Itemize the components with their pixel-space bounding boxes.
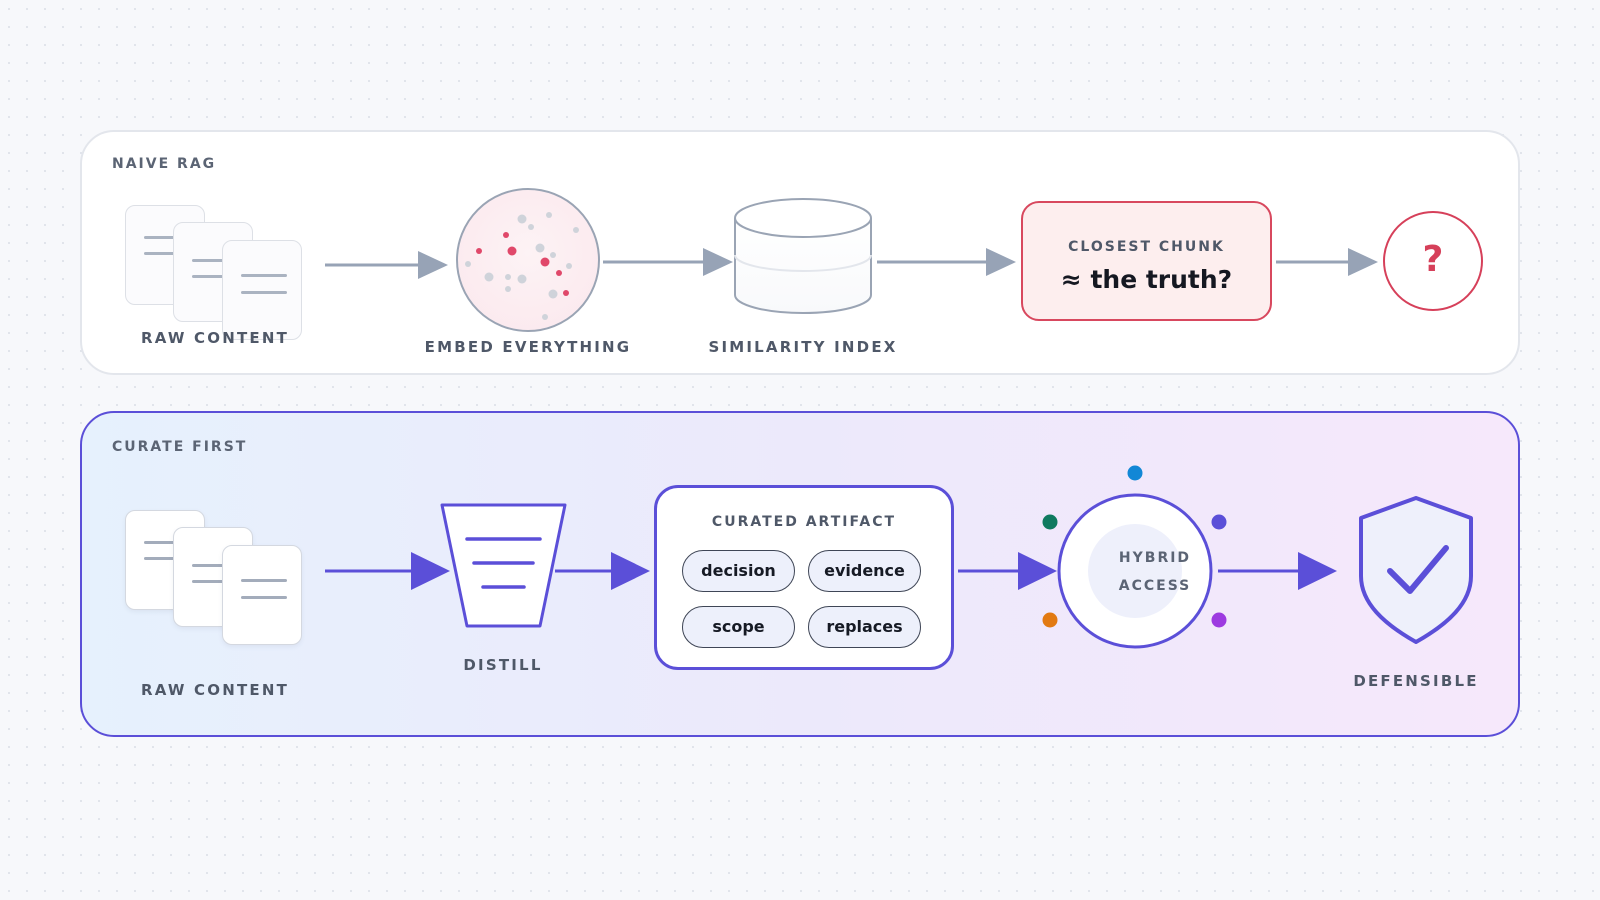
defensible-label: DEFENSIBLE (1353, 672, 1479, 690)
similarity-index-label: SIMILARITY INDEX (708, 338, 898, 356)
curated-artifact-title: CURATED ARTIFACT (711, 514, 897, 530)
arrow-icon (958, 552, 1057, 590)
tag-decision: decision (682, 550, 795, 592)
database-icon (734, 198, 872, 314)
embedding-sphere-icon (456, 188, 600, 332)
distill-label: DISTILL (463, 656, 543, 674)
hybrid-label-line1: HYBRID (1118, 550, 1192, 566)
document-icon (222, 240, 302, 340)
arrow-icon (877, 248, 1016, 276)
tag-evidence: evidence (808, 550, 921, 592)
hybrid-access-label: HYBRID ACCESS (1095, 544, 1215, 600)
hybrid-dot (1127, 465, 1143, 481)
shield-check-icon (1359, 496, 1473, 644)
question-mark: ? (1422, 239, 1444, 280)
hybrid-dot (1211, 612, 1227, 628)
tag-scope: scope (682, 606, 795, 648)
naive-rag-title: NAIVE RAG (112, 156, 217, 172)
naive-raw-content-label: RAW CONTENT (140, 329, 290, 347)
tag-replaces: replaces (808, 606, 921, 648)
question-icon: ? (1383, 211, 1483, 311)
naive-arrows (325, 248, 1378, 279)
arrow-icon (325, 552, 450, 590)
hybrid-dot (1211, 514, 1227, 530)
arrow-icon (1218, 552, 1337, 590)
document-icon (222, 545, 302, 645)
arrow-icon (325, 251, 448, 279)
closest-chunk-text: ≈ the truth? (1060, 265, 1233, 294)
embed-everything-label: EMBED EVERYTHING (424, 338, 632, 356)
curate-first-panel: CURATE FIRST (80, 411, 1520, 737)
closest-chunk-box: CLOSEST CHUNK ≈ the truth? (1021, 201, 1272, 321)
arrow-icon (1276, 248, 1378, 276)
arrow-icon (603, 248, 733, 276)
arrow-icon (555, 552, 650, 590)
hybrid-label-line2: ACCESS (1118, 578, 1192, 594)
hybrid-dot (1042, 612, 1058, 628)
curate-raw-content-label: RAW CONTENT (140, 681, 290, 699)
funnel-icon (440, 503, 567, 628)
closest-chunk-title: CLOSEST CHUNK (1068, 239, 1225, 255)
curated-artifact-box: CURATED ARTIFACT decision evidence scope… (654, 485, 954, 670)
hybrid-access-icon (1042, 465, 1227, 649)
curate-first-title: CURATE FIRST (112, 439, 248, 455)
hybrid-dot (1042, 514, 1058, 530)
curate-arrows (325, 552, 1337, 590)
